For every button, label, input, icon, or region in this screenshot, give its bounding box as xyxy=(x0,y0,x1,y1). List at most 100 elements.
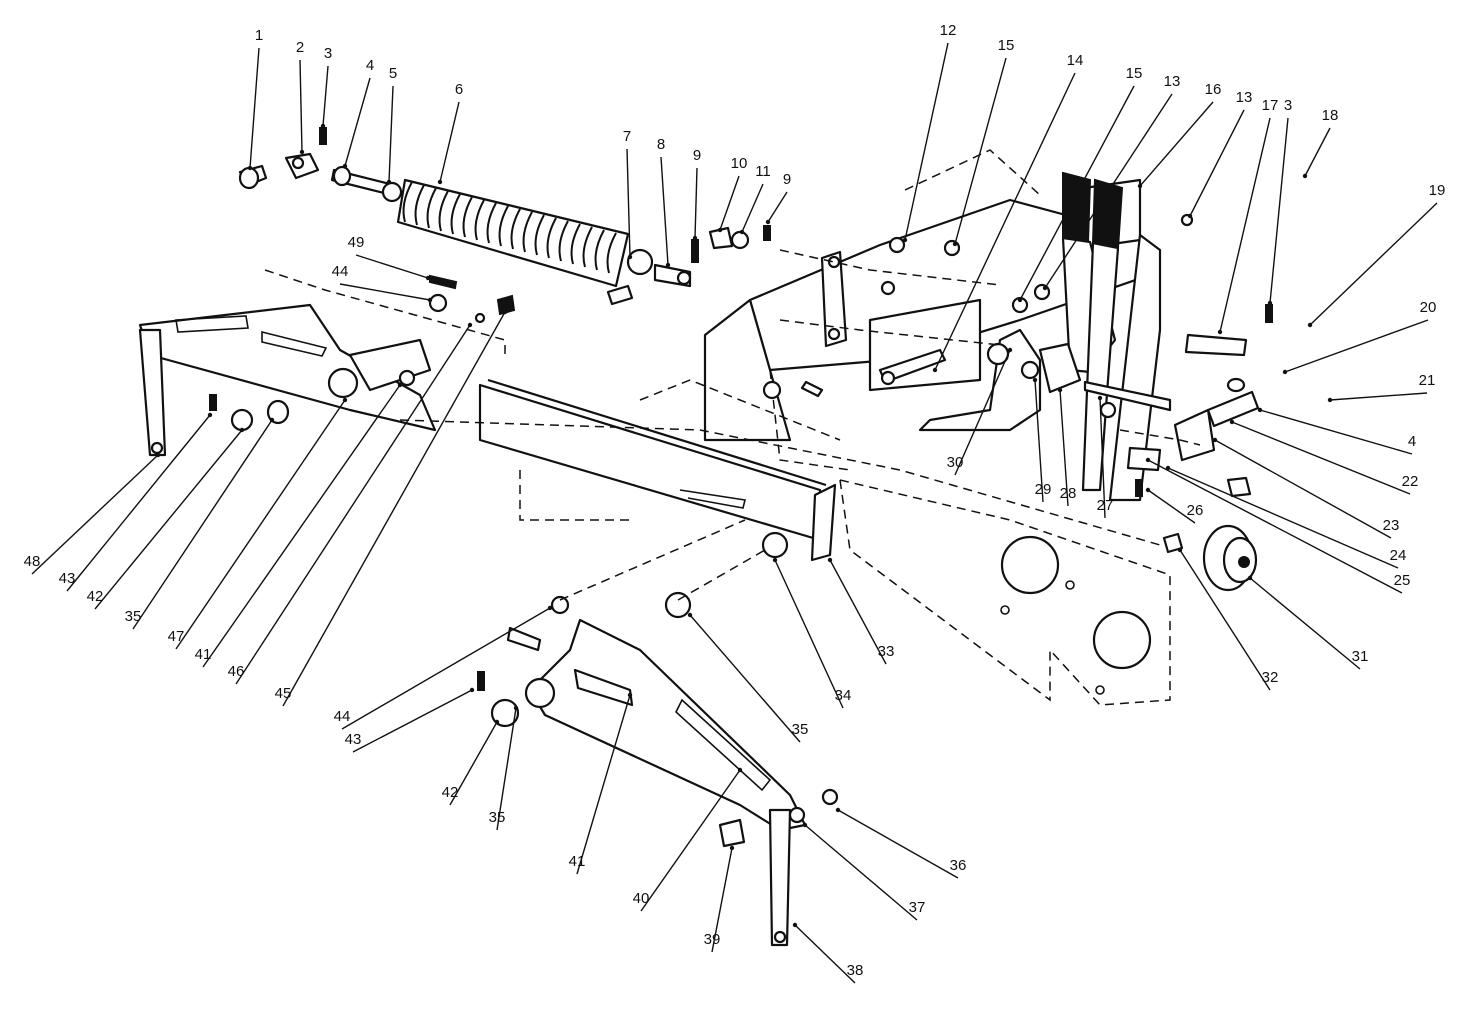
leader-dot xyxy=(427,297,433,303)
callout-number: 3 xyxy=(1284,97,1292,114)
spring-assembly xyxy=(238,127,771,306)
callout-number: 7 xyxy=(623,128,631,145)
callout-number: 4 xyxy=(366,57,374,74)
callout-number: 12 xyxy=(940,22,957,39)
callout-number: 2 xyxy=(296,39,304,56)
pedal-assembly xyxy=(762,171,1273,498)
leader-line xyxy=(1034,379,1044,503)
leader-dot xyxy=(425,275,431,281)
leader-dot xyxy=(320,123,326,129)
callout-number: 48 xyxy=(24,553,41,570)
leader-line xyxy=(640,769,741,912)
callout-number: 9 xyxy=(783,171,791,188)
leader-line xyxy=(774,559,844,709)
leader-dot xyxy=(729,845,735,851)
callout-number: 23 xyxy=(1383,517,1400,534)
callout-number: 17 xyxy=(1262,97,1279,114)
assembly-lines xyxy=(264,249,1201,601)
leader-line xyxy=(352,689,473,753)
leader-line xyxy=(496,707,517,831)
leader-line xyxy=(660,156,669,266)
leader-line xyxy=(576,694,631,875)
leader-dot xyxy=(932,367,938,373)
leader-line xyxy=(694,167,698,239)
callout-number: 19 xyxy=(1429,182,1446,199)
leader-line xyxy=(1189,109,1245,217)
leader-dot xyxy=(1212,437,1218,443)
leader-line xyxy=(1179,549,1271,691)
callout-number: 1 xyxy=(255,27,263,44)
leader-dot xyxy=(467,322,473,328)
leader-line xyxy=(341,607,551,730)
callout-number: 10 xyxy=(731,155,748,172)
leader-dot xyxy=(1177,547,1183,553)
callout-number: 15 xyxy=(1126,65,1143,82)
leader-lines xyxy=(31,42,1438,984)
callout-number: 28 xyxy=(1060,485,1077,502)
callout-number: 35 xyxy=(489,809,506,826)
callout-number: 25 xyxy=(1394,572,1411,589)
leader-line xyxy=(794,924,856,984)
callout-number: 18 xyxy=(1322,107,1339,124)
leader-line xyxy=(1219,117,1271,333)
leader-dot xyxy=(342,397,348,403)
callout-number: 31 xyxy=(1352,648,1369,665)
leader-dot xyxy=(513,705,519,711)
leader-line xyxy=(355,254,429,279)
callout-number: 43 xyxy=(59,570,76,587)
leader-dot xyxy=(1145,457,1151,463)
leader-line xyxy=(439,101,460,183)
leader-line xyxy=(719,175,740,231)
leader-dot xyxy=(1257,407,1263,413)
callout-number: 34 xyxy=(835,687,852,704)
upper-arm-assembly xyxy=(138,274,516,457)
leader-line xyxy=(1269,117,1289,304)
leader-dot xyxy=(1217,329,1223,335)
callout-number: 44 xyxy=(332,263,349,280)
callout-number: 3 xyxy=(324,45,332,62)
callout-number: 42 xyxy=(442,784,459,801)
leader-dot xyxy=(502,309,508,315)
leader-line xyxy=(1139,101,1214,187)
leader-line xyxy=(1231,421,1411,495)
callout-number: 22 xyxy=(1402,473,1419,490)
leader-dot xyxy=(952,241,958,247)
callout-number: 35 xyxy=(792,721,809,738)
callout-number: 11 xyxy=(755,163,771,180)
leader-line xyxy=(829,559,887,665)
leader-dot xyxy=(269,417,275,423)
leader-line xyxy=(344,77,371,167)
callout-number: 8 xyxy=(657,136,665,153)
leader-line xyxy=(94,429,243,610)
leader-line xyxy=(711,847,733,953)
leader-line xyxy=(1249,577,1361,670)
leader-line xyxy=(132,419,273,630)
leader-dot xyxy=(1007,347,1013,353)
leader-line xyxy=(299,59,303,153)
callout-number: 35 xyxy=(125,608,142,625)
leader-dot xyxy=(494,719,500,725)
callout-number: 49 xyxy=(348,234,365,251)
leader-dot xyxy=(155,452,161,458)
leader-line xyxy=(175,399,346,650)
leader-dot xyxy=(627,254,633,260)
leader-dot xyxy=(835,807,841,813)
callout-number: 47 xyxy=(168,628,185,645)
leader-line xyxy=(322,65,329,127)
leader-line xyxy=(66,414,211,592)
callout-number: 30 xyxy=(947,454,964,471)
callout-number: 46 xyxy=(228,663,245,680)
leader-dot xyxy=(1187,213,1193,219)
leader-dot xyxy=(469,687,475,693)
leader-line xyxy=(741,183,764,233)
callout-number: 26 xyxy=(1187,502,1204,519)
leader-dot xyxy=(1247,575,1253,581)
leader-dot xyxy=(692,235,698,241)
leader-line xyxy=(1099,397,1106,519)
leader-dot xyxy=(397,382,403,388)
callout-number: 42 xyxy=(87,588,104,605)
leader-line xyxy=(1259,409,1413,455)
leader-dot xyxy=(1327,397,1333,403)
